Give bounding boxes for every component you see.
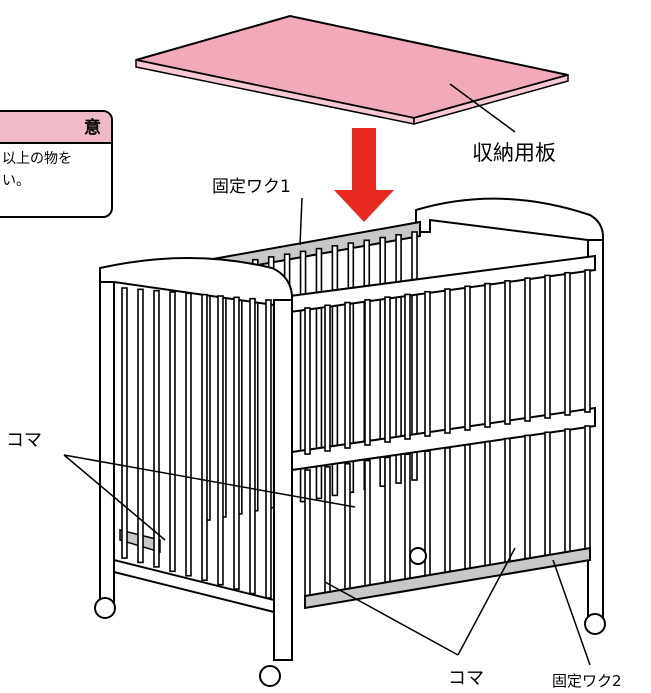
caution-line-2: い。 <box>2 173 30 189</box>
left-end-slat <box>217 295 224 586</box>
left-end-slat <box>185 292 192 577</box>
front-lower-slat <box>524 434 531 563</box>
front-upper-slat <box>464 285 471 431</box>
caution-note: 意 以上の物を い。 <box>0 110 113 218</box>
front-upper-slat <box>564 271 571 416</box>
front-upper-slat <box>324 304 331 452</box>
storage-board <box>135 14 569 125</box>
left-end-slat <box>169 291 176 573</box>
caster-wheels <box>94 547 606 687</box>
left-end-slat <box>233 296 240 590</box>
front-lower-slat <box>544 431 551 560</box>
front-lower-slat <box>404 453 411 583</box>
left-end-slat <box>249 297 256 595</box>
left-end-slats <box>121 287 272 599</box>
front-lower-slat <box>344 462 351 593</box>
front-lower-slat <box>444 447 451 576</box>
front-lower-slat <box>564 428 571 557</box>
front-lower-slat <box>504 437 511 566</box>
front-upper-slat <box>504 280 511 425</box>
front-upper-slat <box>524 277 531 422</box>
caution-line-1: 以上の物を <box>2 151 72 167</box>
callout-lines <box>63 83 591 666</box>
front-lower-slat <box>384 456 391 586</box>
back-slat <box>411 231 418 481</box>
front-lower-slat <box>364 459 371 589</box>
fixing-frame-1-label: 固定ワク1 <box>212 177 291 197</box>
front-lower-slat <box>484 440 491 570</box>
front-upper-slat <box>584 269 591 413</box>
front-lower-slat <box>324 466 331 596</box>
left-end-slat <box>121 287 128 559</box>
back-slat <box>331 245 339 497</box>
caution-title: 意 <box>0 112 111 144</box>
fixing-frame-2 <box>304 546 591 610</box>
left-end-slat <box>201 293 208 582</box>
front-lower-slat <box>584 425 591 553</box>
front-upper-slat <box>444 288 451 434</box>
back-slat <box>395 233 402 484</box>
storage-board-label: 収納用板 <box>472 141 556 165</box>
fixing-frame-2-label: 固定ワク2 <box>552 672 622 690</box>
front-upper-slat <box>484 282 491 428</box>
front-upper-slat <box>304 307 311 455</box>
left-end-slat <box>137 288 144 564</box>
front-upper-slat <box>344 301 351 449</box>
front-upper-slat <box>544 274 551 419</box>
front-upper-slat <box>364 299 371 446</box>
front-lower-slat <box>304 469 311 599</box>
back-headboard <box>415 197 604 621</box>
front-upper-slat <box>404 293 411 440</box>
left-end-slat <box>153 289 160 568</box>
front-upper-slats <box>304 269 591 455</box>
front-lower-slat <box>464 444 471 573</box>
back-slat <box>315 247 323 500</box>
front-upper-slat <box>424 290 431 437</box>
koma-bottom-label: コマ <box>448 668 484 689</box>
front-upper-slat <box>384 296 391 443</box>
insert-arrow-icon <box>334 128 394 222</box>
left-end-slat <box>265 299 272 599</box>
front-headboard <box>99 257 293 661</box>
koma-left-label: コマ <box>6 430 42 451</box>
